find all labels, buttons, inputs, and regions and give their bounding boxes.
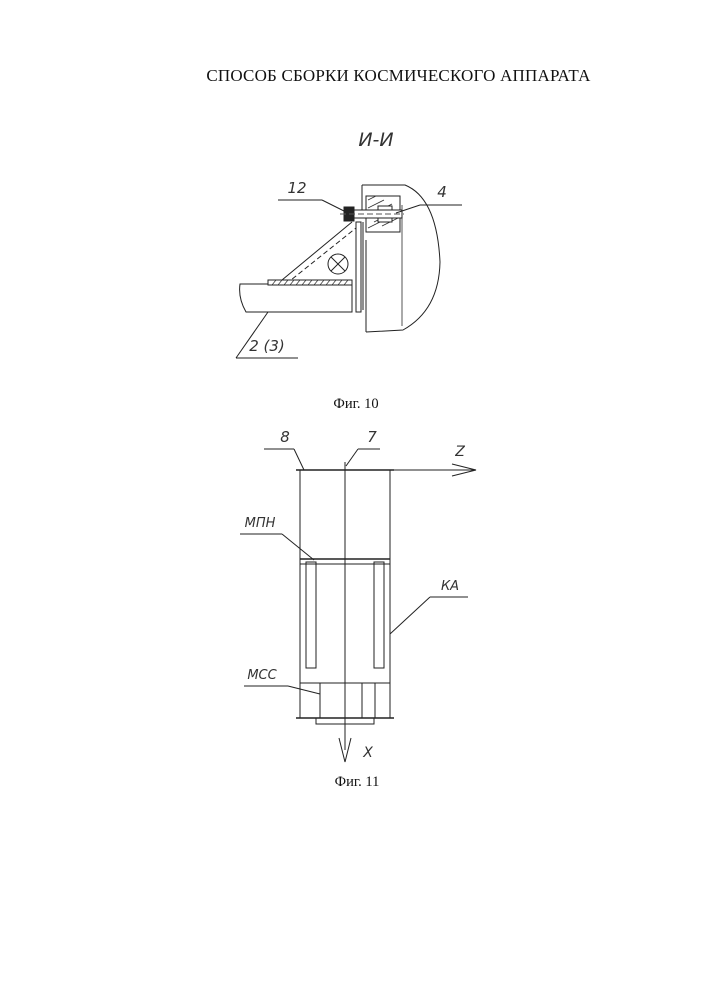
mpn-left-panel xyxy=(306,562,316,668)
callout-ka-leader xyxy=(390,597,430,634)
callout-mss-leader xyxy=(288,686,320,694)
panel-body xyxy=(240,284,352,312)
housing-outline xyxy=(362,185,440,332)
callout-7-label: 7 xyxy=(367,428,377,446)
callout-8-leader xyxy=(294,449,304,470)
callout-mpn-label: МПН xyxy=(245,516,276,531)
z-axis-label: Z xyxy=(454,444,465,460)
figure-11-caption: Фиг. 11 xyxy=(297,774,417,791)
callout-4-label: 4 xyxy=(437,183,447,201)
callout-2-3-label: 2 (3) xyxy=(249,337,285,355)
callout-8-label: 8 xyxy=(280,428,290,446)
mpn-right-panel xyxy=(374,562,384,668)
callout-12-label: 12 xyxy=(287,179,306,197)
figure-10-drawing: И-И xyxy=(236,129,462,358)
section-label: И-И xyxy=(358,129,393,151)
strut-line-upper xyxy=(282,222,352,280)
callout-mpn-leader xyxy=(282,534,314,560)
callout-mss-label: МСС xyxy=(247,668,277,683)
figure-11-drawing: Z X 8 7 МПН КА МСС xyxy=(240,428,476,762)
callout-12-leader xyxy=(322,200,346,212)
x-axis-label: X xyxy=(362,745,373,761)
bracket-plate xyxy=(356,222,361,312)
figure-10-caption: Фиг. 10 xyxy=(296,396,416,413)
callout-ka-label: КА xyxy=(441,579,459,594)
strut-line-lower xyxy=(286,228,356,284)
callout-7-leader xyxy=(346,449,358,466)
